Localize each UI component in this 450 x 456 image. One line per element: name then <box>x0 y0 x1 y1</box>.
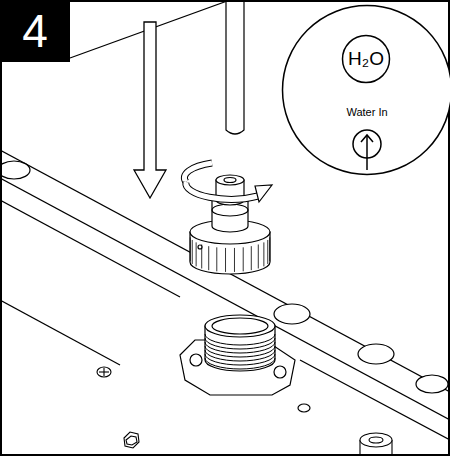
inlet-arrow-symbol <box>353 130 381 170</box>
push-arrow <box>134 22 166 198</box>
rotate-arrow <box>184 163 212 182</box>
threaded-inlet <box>180 315 295 395</box>
panel-lines <box>0 0 450 440</box>
water-in-callout: Water In H₂O <box>281 4 450 176</box>
node-text: 4 <box>22 4 48 58</box>
panel-holes <box>0 161 448 412</box>
h2o-symbol: H₂O <box>341 34 391 84</box>
node-text: H₂O <box>348 48 384 70</box>
step-number-box: 4 <box>0 0 70 62</box>
hardware <box>97 367 392 456</box>
node-text: Water In <box>346 106 387 118</box>
water-in-callout-outline <box>281 4 450 176</box>
water-tube <box>226 0 244 134</box>
